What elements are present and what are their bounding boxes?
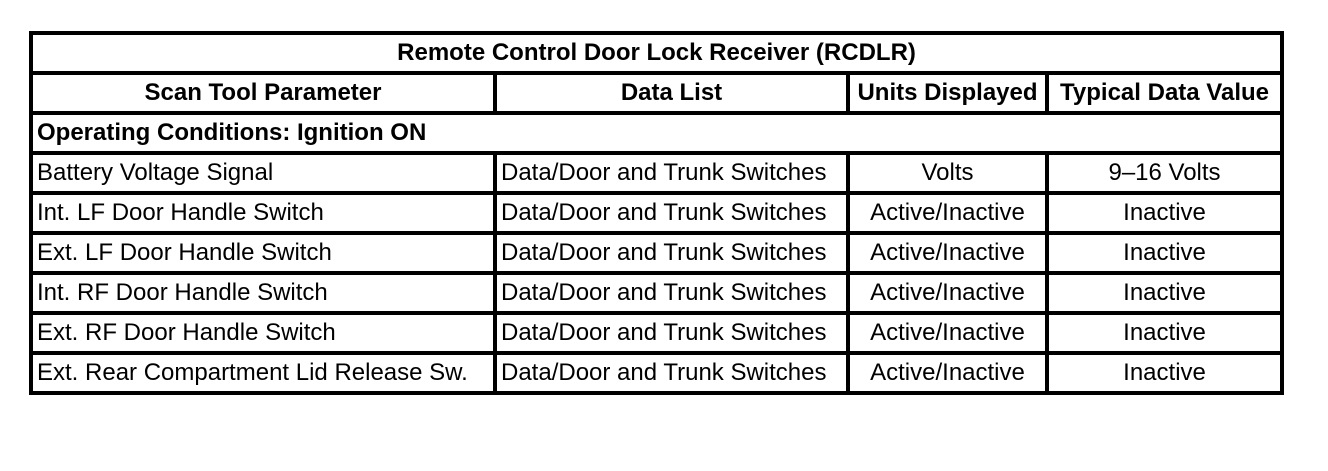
column-header-units-displayed: Units Displayed [848,73,1047,113]
cell-data-list: Data/Door and Trunk Switches [495,193,848,233]
cell-units-displayed: Volts [848,153,1047,193]
cell-scan-tool-parameter: Int. LF Door Handle Switch [31,193,495,233]
cell-typical-data-value: Inactive [1047,193,1283,233]
cell-data-list: Data/Door and Trunk Switches [495,233,848,273]
table-row: Battery Voltage Signal Data/Door and Tru… [31,153,1283,193]
table-row: Ext. RF Door Handle Switch Data/Door and… [31,313,1283,353]
cell-scan-tool-parameter: Ext. RF Door Handle Switch [31,313,495,353]
cell-data-list: Data/Door and Trunk Switches [495,153,848,193]
table-row: Ext. LF Door Handle Switch Data/Door and… [31,233,1283,273]
document-page: Remote Control Door Lock Receiver (RCDLR… [0,31,1328,471]
table-row: Int. LF Door Handle Switch Data/Door and… [31,193,1283,233]
cell-data-list: Data/Door and Trunk Switches [495,273,848,313]
column-header-typical-data-value: Typical Data Value [1047,73,1283,113]
cell-typical-data-value: Inactive [1047,273,1283,313]
cell-units-displayed: Active/Inactive [848,233,1047,273]
cell-units-displayed: Active/Inactive [848,193,1047,233]
cell-scan-tool-parameter: Int. RF Door Handle Switch [31,273,495,313]
table-row: Ext. Rear Compartment Lid Release Sw. Da… [31,353,1283,393]
rcdlr-data-table: Remote Control Door Lock Receiver (RCDLR… [29,31,1285,395]
cell-scan-tool-parameter: Ext. Rear Compartment Lid Release Sw. [31,353,495,393]
cell-typical-data-value: 9–16 Volts [1047,153,1283,193]
table-title: Remote Control Door Lock Receiver (RCDLR… [31,33,1283,73]
operating-conditions-row: Operating Conditions: Ignition ON [31,113,1283,153]
column-header-scan-tool-parameter: Scan Tool Parameter [31,73,495,113]
cell-typical-data-value: Inactive [1047,233,1283,273]
cell-typical-data-value: Inactive [1047,353,1283,393]
cell-data-list: Data/Door and Trunk Switches [495,353,848,393]
cell-units-displayed: Active/Inactive [848,273,1047,313]
cell-data-list: Data/Door and Trunk Switches [495,313,848,353]
operating-conditions-label: Operating Conditions: Ignition ON [31,113,1283,153]
table-header-row: Scan Tool Parameter Data List Units Disp… [31,73,1283,113]
column-header-data-list: Data List [495,73,848,113]
cell-units-displayed: Active/Inactive [848,313,1047,353]
cell-units-displayed: Active/Inactive [848,353,1047,393]
table-title-row: Remote Control Door Lock Receiver (RCDLR… [31,33,1283,73]
cell-scan-tool-parameter: Ext. LF Door Handle Switch [31,233,495,273]
cell-typical-data-value: Inactive [1047,313,1283,353]
table-row: Int. RF Door Handle Switch Data/Door and… [31,273,1283,313]
cell-scan-tool-parameter: Battery Voltage Signal [31,153,495,193]
